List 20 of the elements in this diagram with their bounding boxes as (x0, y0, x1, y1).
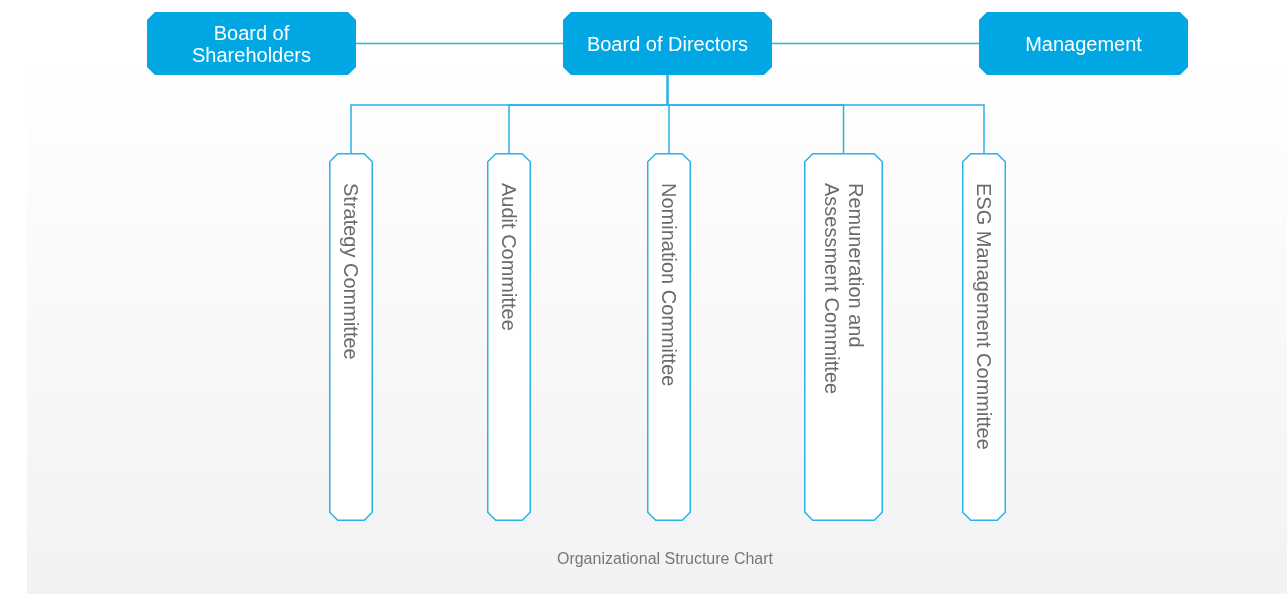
committee-label: Audit Committee (497, 183, 521, 333)
committee-box (329, 153, 373, 521)
caption: Organizational Structure Chart (555, 549, 775, 569)
committee-box (962, 153, 1006, 521)
connector-line (771, 42, 980, 45)
committee-label: Remuneration and Assessment Committee (819, 183, 868, 397)
connector-line (355, 42, 564, 45)
committee-box (804, 153, 883, 521)
connector-line (666, 74, 985, 154)
board-box (979, 12, 1188, 75)
committee-label: Strategy Committee (339, 183, 363, 362)
committee-box (647, 153, 691, 521)
committee-box (487, 153, 531, 521)
board-box (147, 12, 356, 75)
board-box (563, 12, 772, 75)
board-label: Board of Directors (585, 32, 750, 55)
board-label: Board of Shareholders (191, 21, 312, 66)
board-label: Management (1024, 32, 1143, 55)
committee-label: Nomination Committee (657, 183, 681, 389)
committee-label: ESG Management Committee (972, 183, 996, 452)
